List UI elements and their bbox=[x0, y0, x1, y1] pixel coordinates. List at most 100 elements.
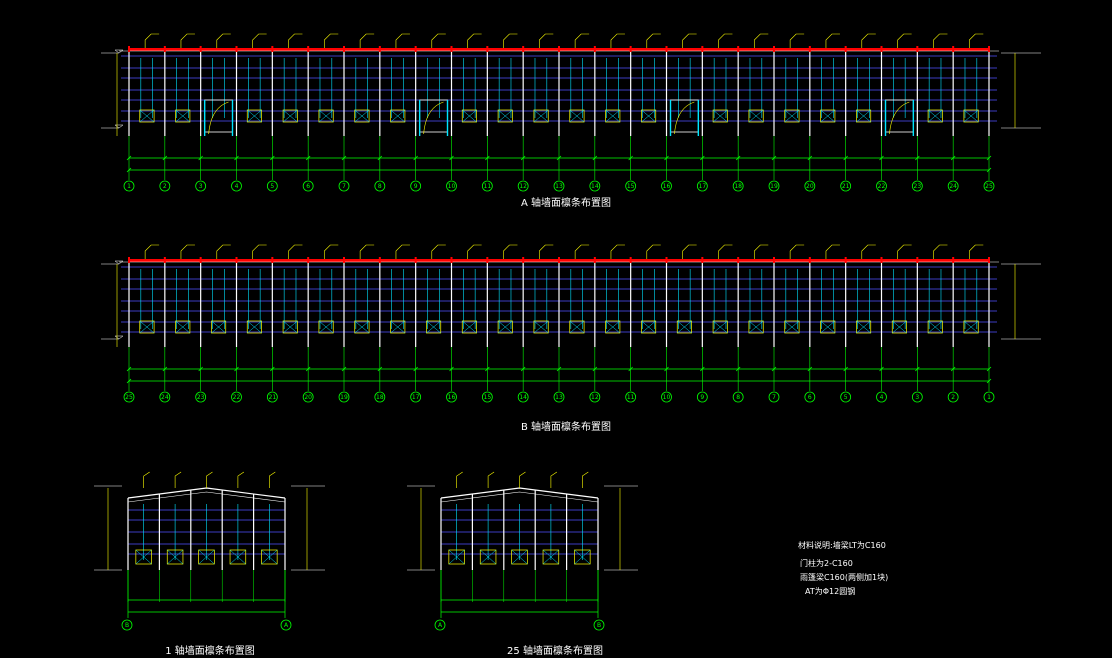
leader-line bbox=[825, 33, 840, 48]
window-opening bbox=[856, 109, 872, 123]
axis-bubble-label: 23 bbox=[914, 183, 922, 190]
column-cap bbox=[163, 46, 166, 52]
dim-tick bbox=[915, 366, 920, 372]
axis-bubble-label: 11 bbox=[484, 183, 492, 190]
axis-bubble: 15 bbox=[481, 391, 493, 403]
column-cap bbox=[128, 46, 130, 52]
window-opening bbox=[211, 320, 227, 334]
window-opening bbox=[605, 320, 621, 334]
window-opening bbox=[229, 549, 247, 565]
window-opening bbox=[533, 109, 549, 123]
column-cap bbox=[378, 257, 381, 263]
leader-line bbox=[180, 33, 195, 48]
gable-roof bbox=[127, 487, 286, 499]
column-cap bbox=[988, 257, 990, 263]
column-cap bbox=[414, 257, 417, 263]
axis-bubble-label: 21 bbox=[842, 183, 850, 190]
axis-bubble: 24 bbox=[947, 180, 959, 192]
column-cap bbox=[701, 257, 704, 263]
axis-bubble-label: 5 bbox=[270, 183, 274, 190]
leader-line bbox=[682, 244, 697, 259]
dim-tick bbox=[520, 155, 526, 161]
column-cap bbox=[378, 46, 381, 52]
leader-line bbox=[216, 33, 231, 48]
window-opening bbox=[574, 549, 591, 565]
leader-line bbox=[574, 244, 590, 259]
axis-bubble-label: 20 bbox=[806, 183, 814, 190]
leader-line bbox=[574, 33, 590, 48]
window-opening bbox=[175, 109, 191, 123]
leader-line bbox=[646, 33, 661, 48]
column-cap bbox=[773, 257, 775, 263]
dim-tick bbox=[449, 155, 454, 161]
leader-line bbox=[395, 33, 410, 48]
window-opening bbox=[448, 549, 465, 565]
window-opening bbox=[712, 109, 728, 123]
window-opening bbox=[390, 320, 406, 334]
window-opening bbox=[426, 320, 442, 334]
column-cap bbox=[271, 46, 274, 52]
dim-tick bbox=[270, 366, 275, 372]
axis-bubble-label: 12 bbox=[591, 394, 599, 401]
leader-line bbox=[550, 471, 558, 488]
axis-bubble-label: 15 bbox=[627, 183, 635, 190]
window-opening bbox=[963, 109, 979, 123]
door-opening bbox=[203, 99, 234, 136]
column-cap bbox=[952, 46, 955, 52]
axis-bubble: 23 bbox=[911, 180, 923, 192]
dim-tick bbox=[556, 155, 562, 161]
dim-tick bbox=[986, 167, 992, 173]
axis-bubble: 13 bbox=[553, 391, 565, 403]
window-opening bbox=[927, 109, 943, 123]
axis-bubble-label: 3 bbox=[199, 183, 203, 190]
leader-line bbox=[933, 244, 948, 259]
axis-bubble: 3 bbox=[195, 180, 207, 192]
column-cap bbox=[952, 257, 955, 263]
window-opening bbox=[748, 109, 764, 123]
level-triangle bbox=[114, 260, 124, 265]
axis-bubble-label: 24 bbox=[949, 183, 957, 190]
dim-tick bbox=[843, 155, 848, 161]
column-cap bbox=[593, 46, 596, 52]
leader-line bbox=[968, 33, 984, 48]
dim-tick bbox=[162, 155, 168, 161]
leader-line bbox=[395, 244, 410, 259]
axis-bubble: 1 bbox=[123, 180, 135, 192]
axis-bubble-label: 19 bbox=[770, 183, 778, 190]
dim-tick bbox=[377, 366, 383, 372]
axis-bubble: 13 bbox=[553, 180, 565, 192]
axis-bubble: 1 bbox=[983, 391, 995, 403]
window-opening bbox=[461, 109, 477, 123]
dim-tick bbox=[735, 366, 741, 372]
view-title-axis1: 1 轴墙面檩条布置图 bbox=[165, 644, 255, 657]
leader-line bbox=[968, 244, 984, 259]
dim-tick bbox=[628, 155, 633, 161]
axis-bubble: B bbox=[593, 619, 605, 631]
column-cap bbox=[522, 46, 525, 52]
dim-tick bbox=[485, 366, 490, 372]
leader-line bbox=[359, 33, 375, 48]
window-opening bbox=[927, 320, 943, 334]
axis-bubble: 16 bbox=[661, 180, 672, 192]
leader-line bbox=[861, 33, 876, 48]
axis-bubble-label: 13 bbox=[555, 394, 563, 401]
axis-bubble: 2 bbox=[947, 391, 959, 403]
gable-roof-inner bbox=[127, 491, 286, 503]
leader-line bbox=[789, 244, 805, 259]
column-cap bbox=[629, 257, 632, 263]
leader-line bbox=[143, 471, 150, 488]
window-opening bbox=[784, 320, 800, 334]
axis-bubble: 19 bbox=[768, 180, 780, 192]
note-line-4: AT为Φ12圆钢 bbox=[805, 586, 855, 596]
leader-line bbox=[144, 33, 160, 48]
dim-tick bbox=[986, 378, 992, 384]
window-opening bbox=[354, 109, 370, 123]
level-triangle bbox=[114, 124, 124, 129]
dim-tick bbox=[485, 155, 490, 161]
leader-line bbox=[252, 33, 267, 48]
column-cap bbox=[307, 257, 310, 263]
column-cap bbox=[414, 46, 417, 52]
dim-tick bbox=[843, 366, 848, 372]
axis-bubble: A bbox=[280, 619, 292, 631]
